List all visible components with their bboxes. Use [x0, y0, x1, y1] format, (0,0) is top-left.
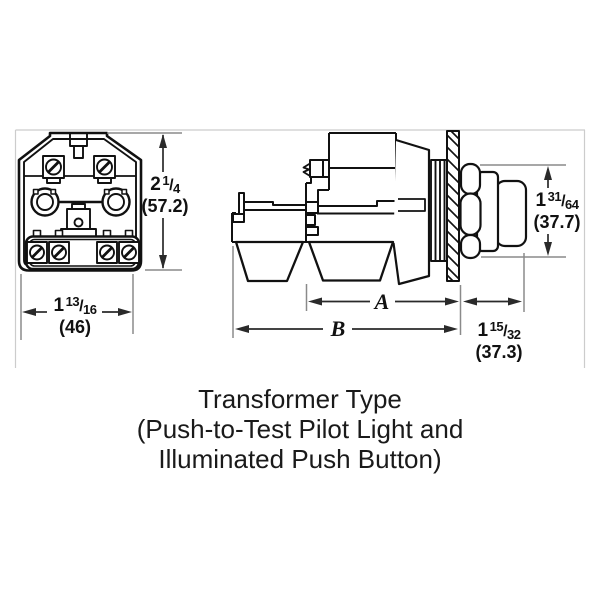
switch-body	[232, 132, 397, 243]
terminal-trapezoids	[234, 240, 395, 283]
center-contact-block	[60, 203, 97, 238]
figure-caption: Transformer Type (Push-to-Test Pilot Lig…	[40, 384, 560, 474]
dim-label-height: 2 1/4 (57.2)	[141, 173, 189, 216]
button-cap	[494, 179, 528, 248]
caption-line-1: Transformer Type	[198, 384, 402, 414]
rear-terminal-arm	[231, 192, 306, 242]
lamp-socket-right	[101, 187, 131, 217]
threaded-neck	[430, 159, 448, 262]
rear-top-screw-right	[93, 155, 116, 184]
dim-label-front-projection: 1 15/32 (37.3)	[475, 319, 523, 362]
dim-label-depth-a: A	[374, 289, 390, 314]
lamp-socket-left	[30, 187, 60, 217]
mounting-panel	[446, 130, 460, 282]
internal-bar	[317, 200, 396, 215]
rear-top-notch	[69, 134, 88, 159]
dim-depth-a	[308, 297, 459, 306]
wing-marker	[302, 162, 311, 177]
caption-line-2: (Push-to-Test Pilot Light and	[136, 414, 464, 444]
dim-front-diameter	[544, 166, 552, 256]
panel-hatching	[446, 130, 460, 282]
dimension-extension-lines	[20, 132, 566, 340]
dim-width	[22, 308, 132, 316]
rear-outer-outline	[17, 131, 143, 272]
caption-line-3: Illuminated Push Button)	[158, 444, 442, 474]
dim-label-width: 1 13/16 (46)	[53, 294, 98, 337]
dim-front-projection	[463, 297, 522, 306]
rear-top-screw-left	[42, 155, 65, 184]
dim-depth-b	[235, 325, 458, 333]
dim-height	[159, 134, 167, 269]
faint-table-borders	[14, 129, 586, 368]
rear-view	[17, 131, 143, 272]
side-view	[231, 130, 528, 286]
bottom-screw-terminals	[26, 241, 140, 264]
hex-bushing-stack	[459, 162, 482, 260]
dim-label-depth-b: B	[330, 316, 346, 341]
lamp-access-clip	[302, 159, 330, 184]
dimension-lines	[22, 134, 552, 333]
bezel-cone	[392, 138, 431, 286]
dim-label-front-diameter: 1 31/64 (37.7)	[533, 189, 581, 232]
